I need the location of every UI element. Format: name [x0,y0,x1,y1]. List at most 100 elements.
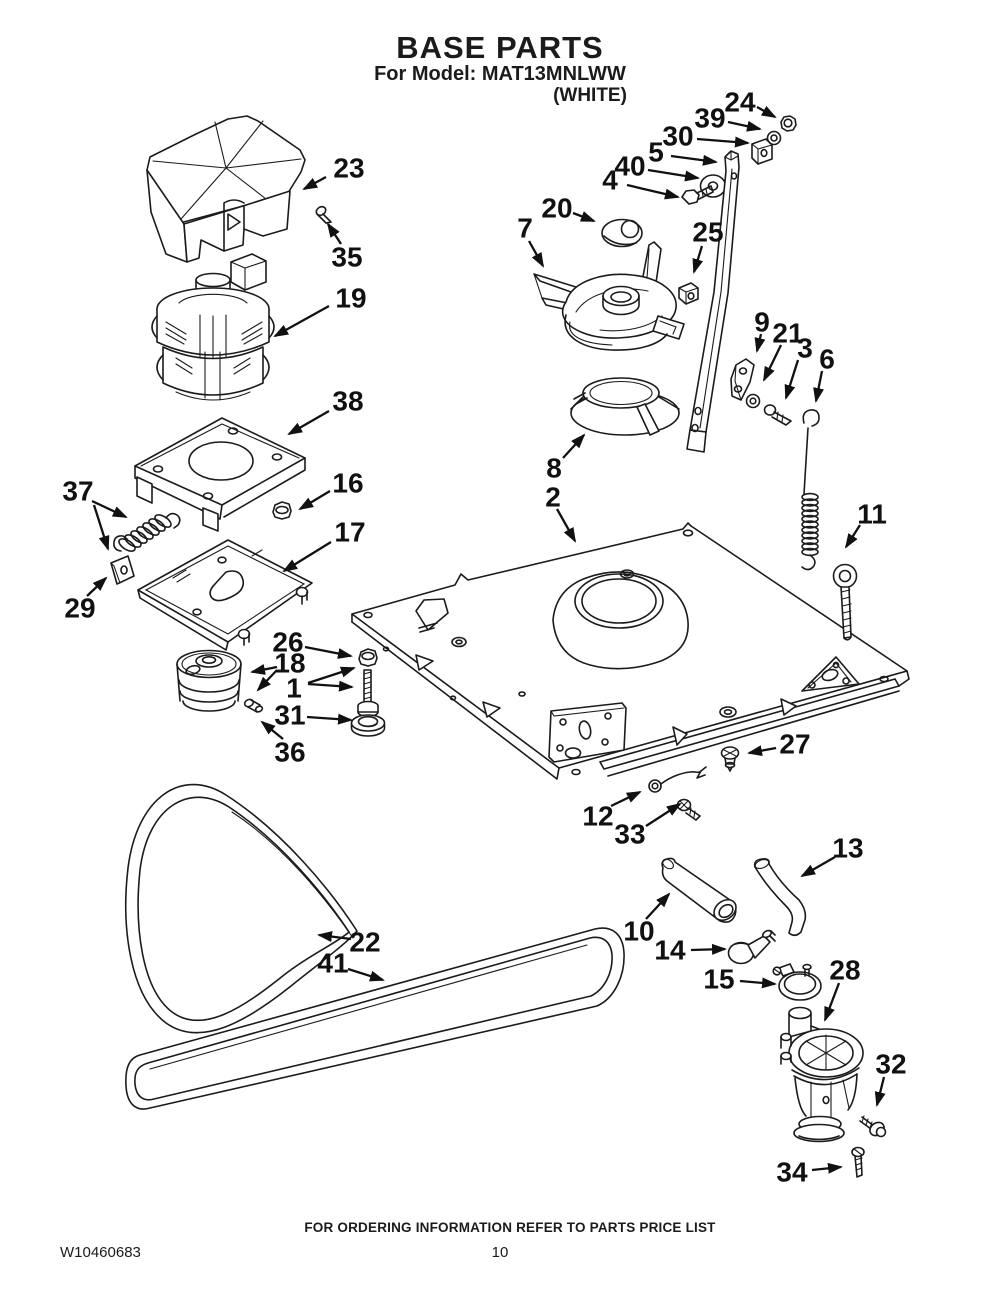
part-33-screw [676,798,701,821]
part-13-hose [753,858,807,937]
ordering-note: FOR ORDERING INFORMATION REFER TO PARTS … [304,1220,716,1235]
part-20-cap [601,218,643,248]
document-number: W10460683 [60,1244,141,1261]
callout-2: 2 [545,482,577,543]
callout-30: 30 [662,121,750,152]
callout-arrow [800,856,836,877]
callout-arrow [302,175,327,191]
part-34-screw [851,1146,865,1178]
part-number-label: 30 [662,121,693,152]
callout-29: 29 [64,576,108,624]
callout-arrow [747,745,777,757]
part-27-fastener [720,746,740,772]
part-39-washer [766,130,782,146]
part-number-label: 14 [654,935,686,966]
callout-13: 13 [800,833,864,877]
part-16-nut [272,501,292,520]
callout-18: 18 [250,648,306,692]
callout-arrow [645,802,682,827]
part-number-label: 6 [819,344,835,375]
part-22-belt [125,784,358,1034]
part-number-label: 22 [349,927,380,958]
callout-9: 9 [754,307,770,353]
callout-6: 6 [813,344,835,403]
callout-37: 37 [62,476,128,551]
part-6-spring [801,409,820,571]
callout-4: 4 [602,165,680,200]
callout-arrow [256,669,278,692]
callout-arrow [670,154,718,166]
page-title: BASE PARTS [396,30,604,65]
part-number-label: 34 [776,1157,808,1188]
part-37-spring [113,512,181,552]
callout-arrow [610,790,642,808]
part-number-label: 11 [857,499,887,530]
callout-arrow [306,713,353,725]
part-number-label: 9 [754,307,770,338]
callout-arrow [692,245,704,274]
part-2-base-plate [351,522,910,780]
callout-arrow [823,982,841,1022]
part-4-bolt [681,185,714,205]
callout-arrow [86,576,108,597]
callout-arrow [647,168,700,182]
callout-32: 32 [874,1049,907,1107]
part-number-label: 21 [772,318,803,349]
part-number-label: 7 [517,213,533,244]
part-31-washer [350,714,386,737]
part-number-label: 41 [317,948,348,979]
callout-31: 31 [274,700,353,731]
part-28-pump [780,1006,864,1143]
callout-7: 7 [517,213,545,268]
part-number-label: 4 [602,165,618,196]
callout-19: 19 [273,283,367,338]
part-14-injector [727,929,776,965]
part-38-mounting-plate [134,417,306,532]
callout-arrow [690,943,727,955]
callout-arrow [562,433,586,459]
part-7-pivot-dome [533,241,685,351]
callout-21: 21 [762,318,804,382]
part-8-shield-cone [570,377,680,436]
color-line: (WHITE) [553,85,627,106]
part-1-bolt [357,669,379,718]
callout-arrow [273,304,330,338]
part-number-label: 19 [335,283,366,314]
callout-39: 39 [694,103,762,134]
callout-41: 41 [317,948,385,982]
callout-27: 27 [747,729,811,760]
callout-arrow [645,892,671,920]
callout-12: 12 [582,790,642,832]
part-10-hose [661,857,737,923]
callout-arrow [874,1076,886,1107]
callout-arrow [92,504,110,551]
callout-22: 22 [317,927,381,958]
callout-38: 38 [287,386,364,435]
part-number-label: 25 [692,217,723,248]
callout-arrow [282,541,332,573]
callout-20: 20 [541,193,596,224]
callout-arrow [727,120,762,132]
part-25-clip-nut [678,282,699,305]
part-35-screw [315,205,332,224]
part-number-label: 10 [623,916,654,947]
part-number-label: 24 [724,87,756,118]
part-number-label: 16 [332,468,363,499]
callout-arrow [572,211,596,223]
part-5-brace [686,150,740,453]
part-23-motor-cover [146,115,306,263]
part-number-label: 28 [829,955,860,986]
part-29-clip [110,555,135,585]
callout-8: 8 [546,433,586,484]
callout-arrow [347,967,385,982]
callout-arrow [307,666,356,685]
part-26-nut [358,648,378,667]
part-17-motor-carrier [137,539,313,651]
callout-34: 34 [776,1157,843,1188]
part-40-washer [699,174,727,198]
part-18-pulley [176,649,242,712]
callout-arrow [304,645,353,659]
callout-28: 28 [823,955,861,1022]
part-number-label: 20 [541,193,572,224]
